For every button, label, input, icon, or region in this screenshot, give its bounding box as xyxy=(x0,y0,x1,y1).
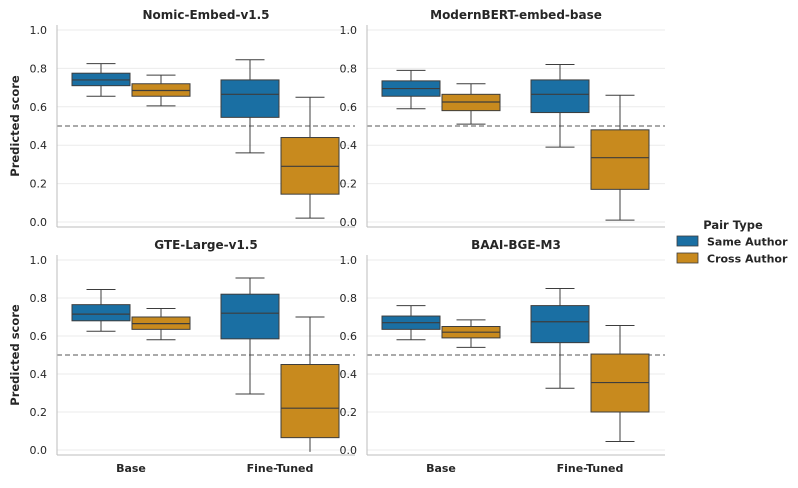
y-tick-label: 0.0 xyxy=(30,216,48,229)
x-tick-label: Base xyxy=(116,462,146,475)
y-tick-label: 0.8 xyxy=(30,292,48,305)
y-tick-label: 0.8 xyxy=(340,62,358,75)
y-tick-label: 0.8 xyxy=(340,292,358,305)
y-tick-label: 0.4 xyxy=(30,139,48,152)
box-same-author xyxy=(220,293,280,340)
y-tick-label: 0.8 xyxy=(30,62,48,75)
y-tick-label: 0.2 xyxy=(340,178,358,191)
box-same-author xyxy=(220,79,280,118)
y-tick-label: 1.0 xyxy=(30,24,48,37)
panel-title: ModernBERT-embed-base xyxy=(430,8,602,22)
panel-title: GTE-Large-v1.5 xyxy=(154,238,257,252)
panel-title: Nomic-Embed-v1.5 xyxy=(142,8,269,22)
y-tick-label: 0.2 xyxy=(30,406,48,419)
y-tick-label: 0.0 xyxy=(340,444,358,457)
y-tick-label: 0.6 xyxy=(340,330,358,343)
legend-swatch xyxy=(676,235,699,247)
box-cross-author xyxy=(590,129,650,190)
y-tick-label: 0.6 xyxy=(30,101,48,114)
legend-swatch xyxy=(676,252,699,264)
y-tick-label: 0.0 xyxy=(30,444,48,457)
y-tick-label: 0.4 xyxy=(340,139,358,152)
y-tick-label: 0.4 xyxy=(30,368,48,381)
legend-label: Cross Author xyxy=(707,253,788,266)
box-cross-author xyxy=(280,364,340,439)
y-axis-title: Predicted score xyxy=(8,75,22,177)
legend-label: Same Author xyxy=(707,236,788,249)
y-tick-label: 0.0 xyxy=(340,216,358,229)
legend-title: Pair Type xyxy=(703,218,763,232)
y-tick-label: 1.0 xyxy=(340,24,358,37)
x-tick-label: Fine-Tuned xyxy=(557,462,624,475)
box-same-author xyxy=(71,304,131,322)
y-tick-label: 0.4 xyxy=(340,368,358,381)
y-axis-title: Predicted score xyxy=(8,304,22,406)
x-tick-label: Base xyxy=(426,462,456,475)
panel-title: BAAI-BGE-M3 xyxy=(471,238,561,252)
box-same-author xyxy=(530,79,590,114)
x-tick-label: Fine-Tuned xyxy=(247,462,314,475)
box-same-author xyxy=(530,305,590,344)
y-tick-label: 0.6 xyxy=(30,330,48,343)
y-tick-label: 0.2 xyxy=(30,178,48,191)
y-tick-label: 0.6 xyxy=(340,101,358,114)
y-tick-label: 0.2 xyxy=(340,406,358,419)
y-tick-label: 1.0 xyxy=(340,254,358,267)
y-tick-label: 1.0 xyxy=(30,254,48,267)
